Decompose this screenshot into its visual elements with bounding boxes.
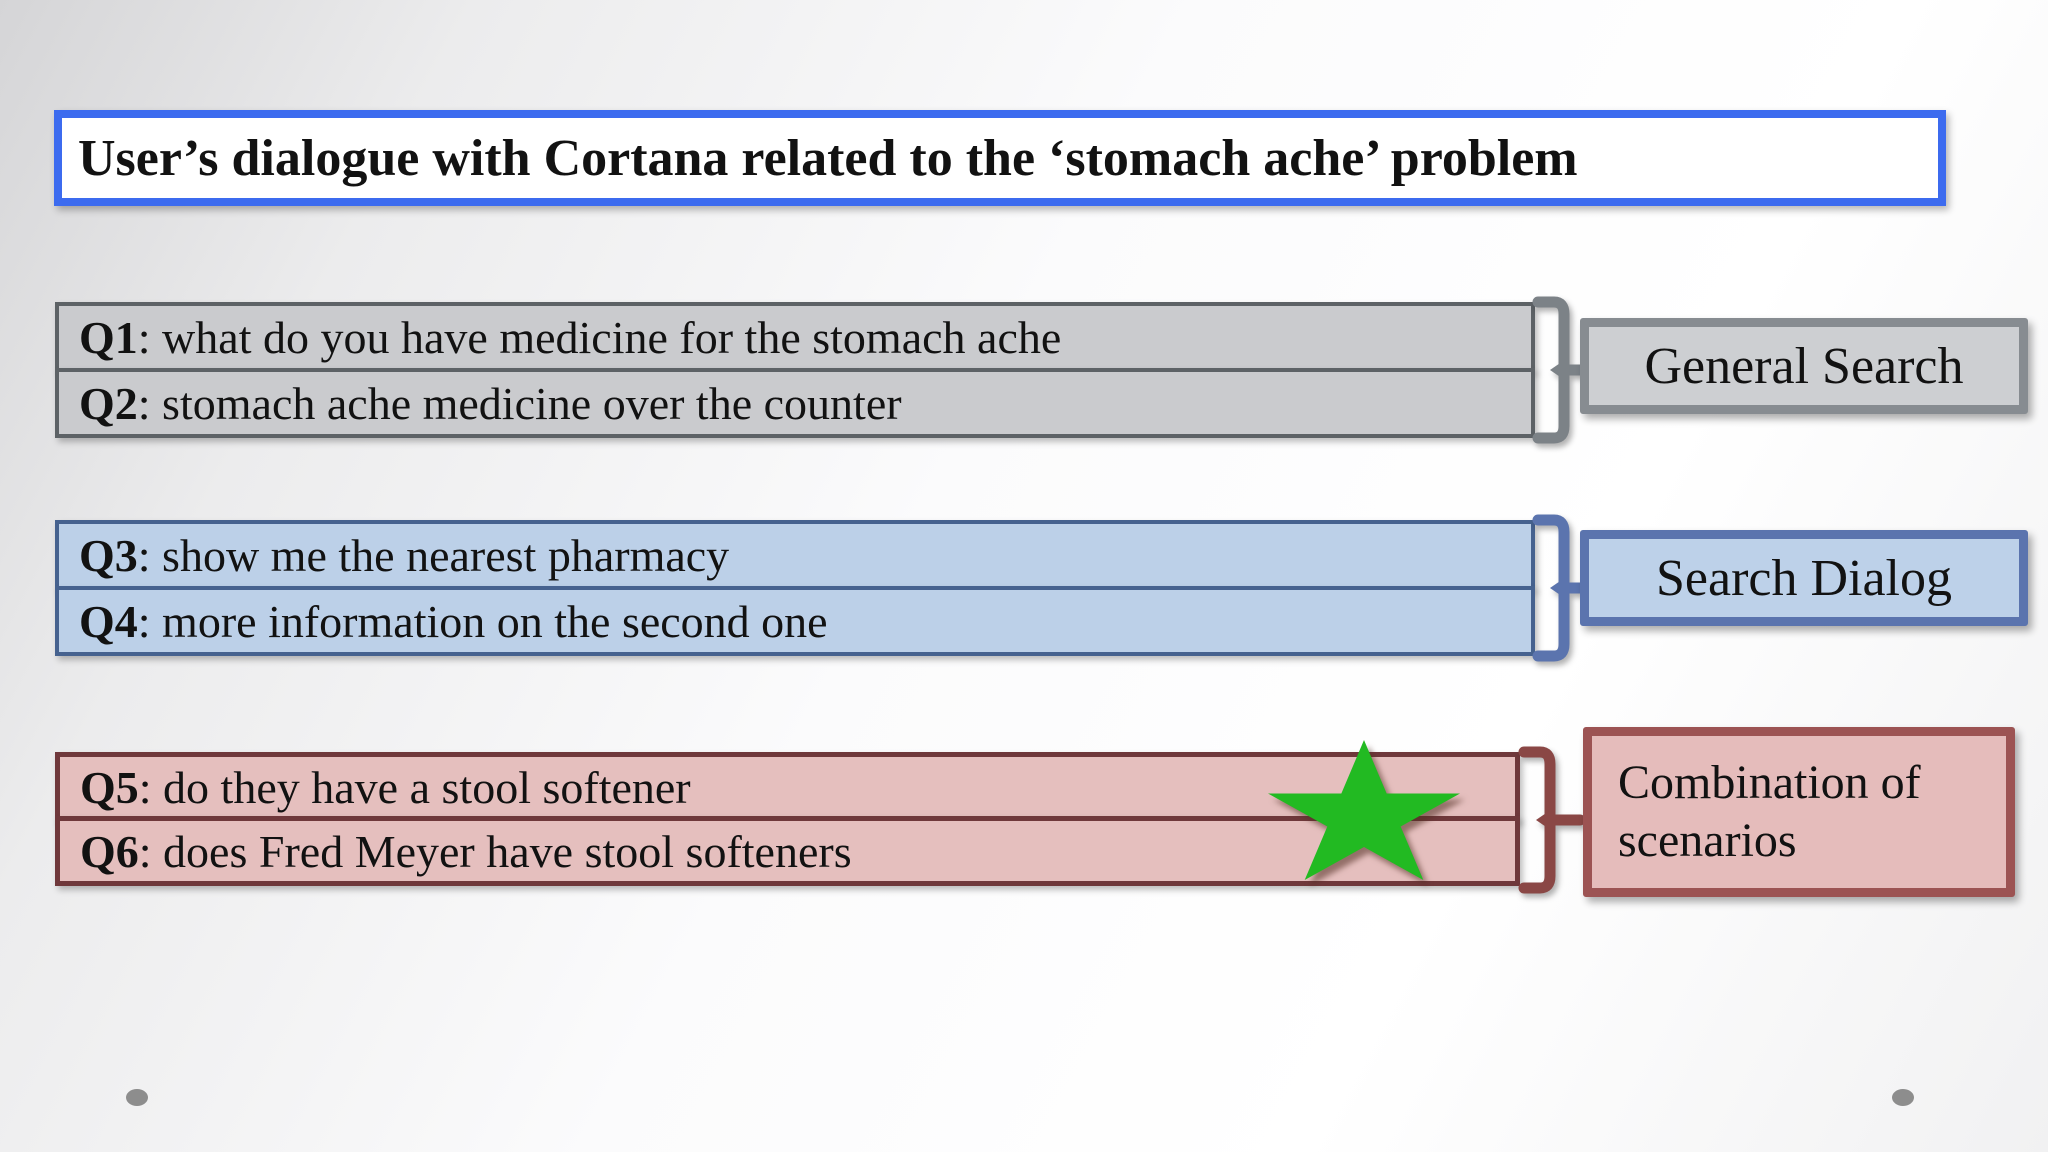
- dialog-row-q3: Q3: show me the nearest pharmacy: [55, 520, 1535, 590]
- slide-nav-dot-left: [126, 1089, 148, 1106]
- question-id: Q6: [80, 825, 139, 877]
- question-id: Q5: [80, 761, 139, 813]
- question-id: Q4: [79, 595, 138, 647]
- group-label-text: General Search: [1644, 337, 1964, 395]
- question-id: Q1: [79, 311, 138, 363]
- dialog-row-q6: Q6: does Fred Meyer have stool softeners: [55, 816, 1520, 886]
- question-text: : show me the nearest pharmacy: [137, 529, 730, 581]
- slide-title-text: User’s dialogue with Cortana related to …: [78, 129, 1578, 187]
- question-text: : does Fred Meyer have stool softeners: [138, 825, 852, 877]
- question-id: Q2: [79, 377, 138, 429]
- question-text: : stomach ache medicine over the counter: [137, 377, 902, 429]
- group-label-text: Search Dialog: [1655, 549, 1952, 607]
- group-label-text: Combination of scenarios: [1618, 756, 1921, 867]
- group-label-combination: Combination of scenarios: [1583, 727, 2015, 897]
- dialog-row-q1: Q1: what do you have medicine for the st…: [55, 302, 1535, 372]
- group-label-search-dialog: Search Dialog: [1580, 530, 2028, 626]
- dialog-row-q5: Q5: do they have a stool softener: [55, 752, 1520, 822]
- question-text: : what do you have medicine for the stom…: [137, 311, 1062, 363]
- bracket-icon: [1518, 746, 1584, 894]
- dialog-row-q2: Q2: stomach ache medicine over the count…: [55, 368, 1535, 438]
- slide-nav-dot-right: [1892, 1089, 1914, 1106]
- star-icon: [1268, 740, 1460, 881]
- slide-title: User’s dialogue with Cortana related to …: [54, 110, 1946, 206]
- question-text: : more information on the second one: [137, 595, 828, 647]
- dialog-row-q4: Q4: more information on the second one: [55, 586, 1535, 656]
- question-id: Q3: [79, 529, 138, 581]
- question-text: : do they have a stool softener: [138, 761, 691, 813]
- group-label-general-search: General Search: [1580, 318, 2028, 414]
